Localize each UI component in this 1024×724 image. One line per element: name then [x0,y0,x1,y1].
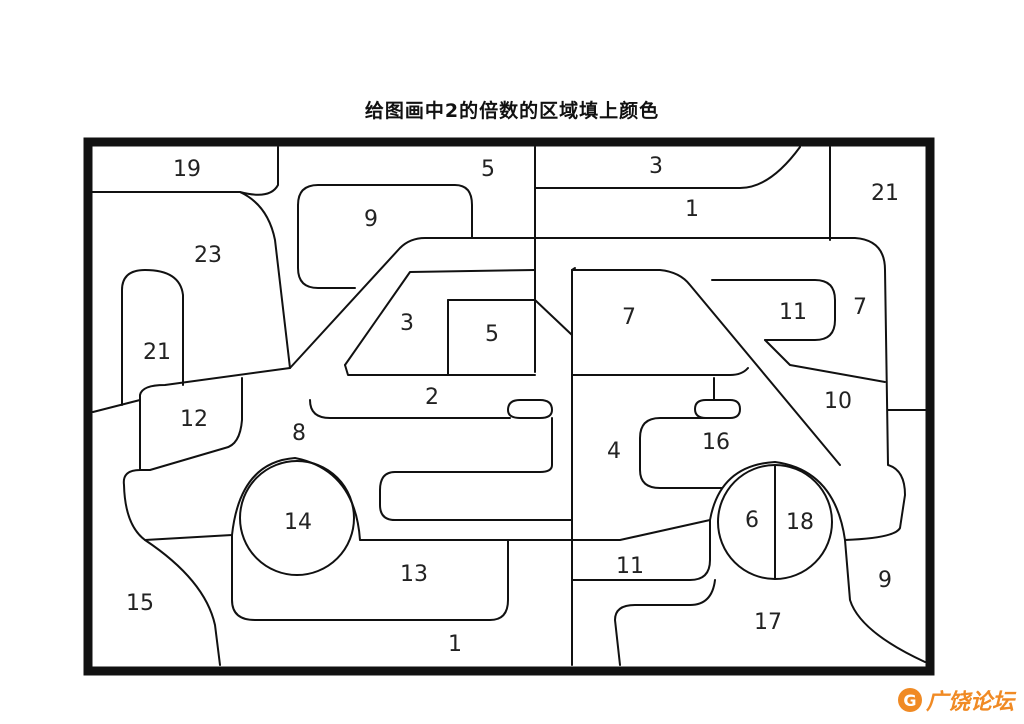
region-label: 9 [878,568,892,593]
page-title: 给图画中2的倍数的区域填上颜色 [364,100,660,122]
region-label: 7 [622,305,636,330]
region-label: 5 [485,322,499,347]
region-label: 2 [425,385,439,410]
region-label: 1 [448,632,462,657]
region-label: 23 [194,243,222,268]
region-label: 18 [786,510,814,535]
region-label: 3 [649,154,663,179]
region-label: 1 [685,197,699,222]
region-label: 5 [481,157,495,182]
region-label: 14 [284,510,312,535]
watermark-text: 广饶论坛 [925,690,1014,715]
region-label: 4 [607,439,621,464]
region-label: 21 [871,181,899,206]
region-label: 21 [143,340,171,365]
region-label: 16 [702,430,730,455]
region-label: 11 [779,300,807,325]
region-label: 17 [754,610,782,635]
region-label: 15 [126,591,154,616]
region-label: 7 [853,295,867,320]
watermark-logo-icon: G [897,688,922,712]
region-label: 19 [173,157,201,182]
region-label: 13 [400,562,428,587]
region-label: 6 [745,508,759,533]
region-label: 11 [616,554,644,579]
region-lines [92,146,931,666]
region-label: 12 [180,407,208,432]
region-label: 9 [364,207,378,232]
puzzle-frame [83,137,935,676]
region-label: 3 [400,311,414,336]
watermark: G 广饶论坛 [897,684,1014,716]
region-label: 8 [292,421,306,446]
region-label: 10 [824,389,852,414]
